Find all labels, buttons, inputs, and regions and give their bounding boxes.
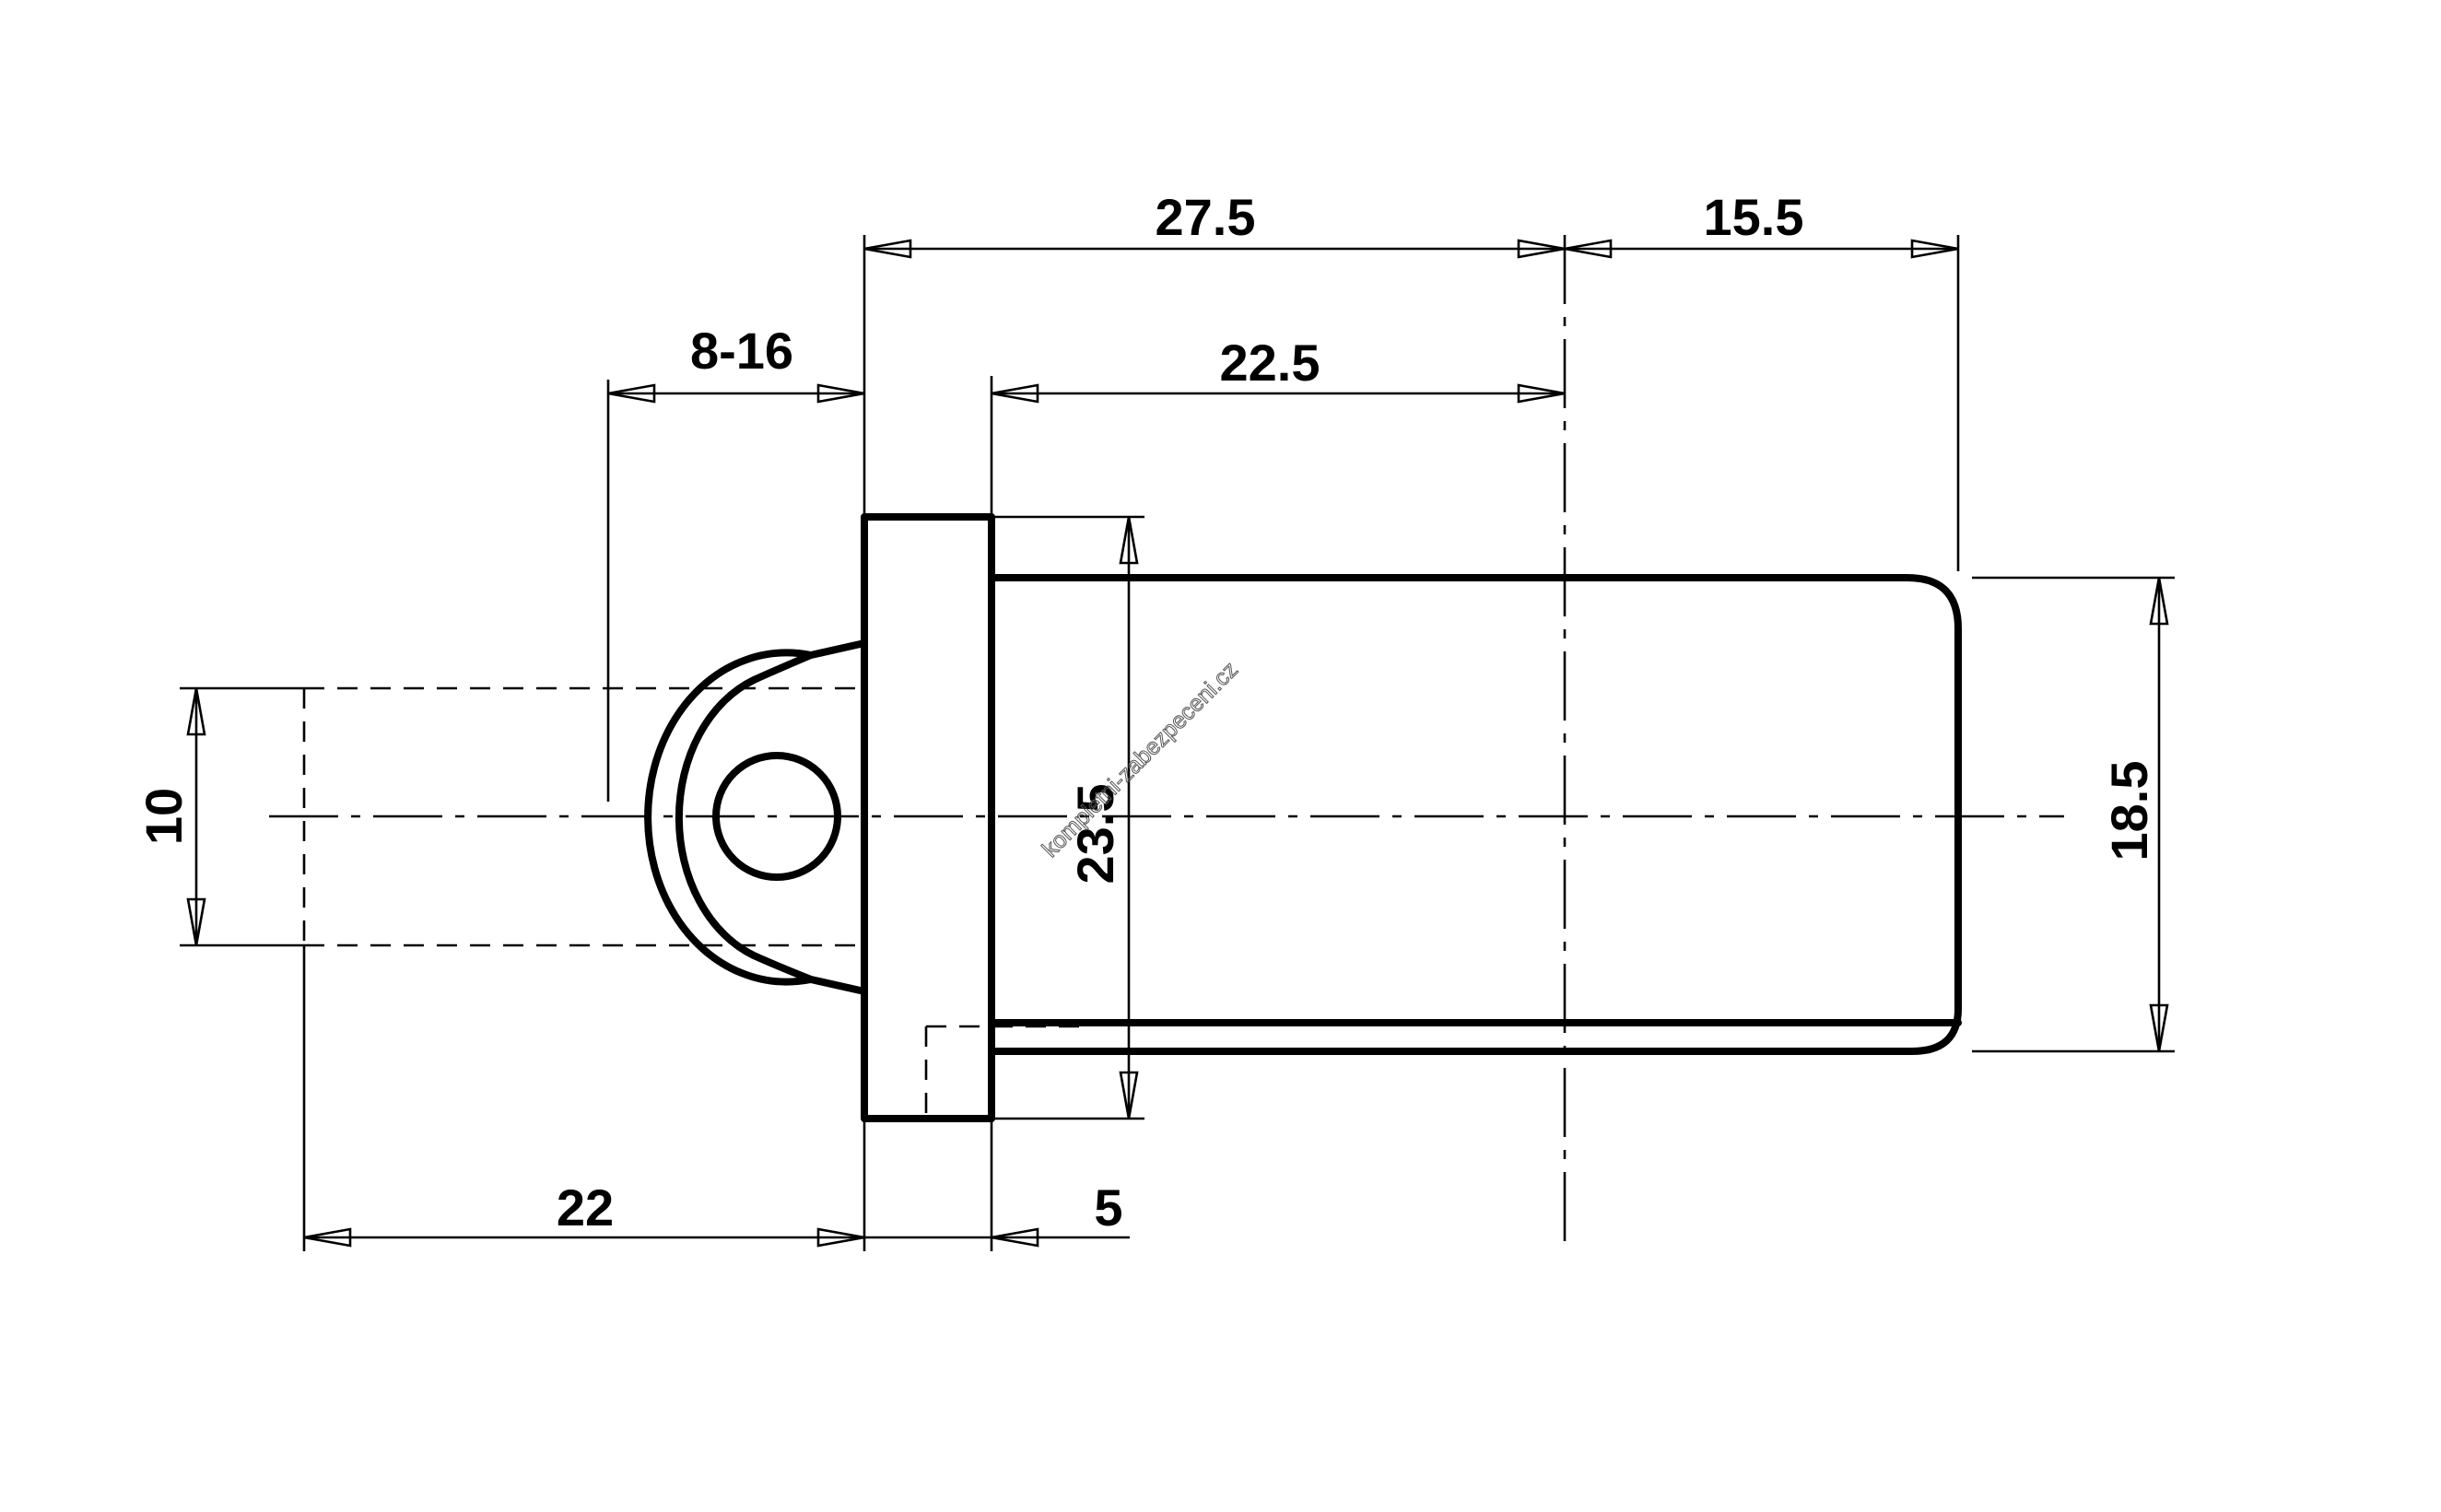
dimension-labels: 27.5 15.5 8-16 22.5 23.5 18.5 10 22 5 xyxy=(135,188,2158,1237)
body-cylinder xyxy=(988,574,1962,1055)
dim-flange-height: 23.5 xyxy=(1066,784,1124,885)
hidden-lines xyxy=(302,686,1087,1119)
flange xyxy=(861,513,995,1122)
dim-clamp-range: 8-16 xyxy=(690,322,793,380)
clamp-loop-inner xyxy=(675,651,815,983)
dim-flange-width: 5 xyxy=(1094,1178,1122,1237)
dim-overall-body: 27.5 xyxy=(1156,188,1256,246)
part-outline xyxy=(644,513,1962,1122)
dim-body-height: 18.5 xyxy=(2100,761,2158,861)
dimension-lines xyxy=(186,239,2169,1248)
dim-left-extent: 22 xyxy=(557,1178,614,1237)
dim-cap-end: 15.5 xyxy=(1704,188,1804,246)
dim-sleeve: 22.5 xyxy=(1220,334,1320,392)
extension-lines xyxy=(180,235,2175,1251)
watermark: kompletni-zabezpeceni.cz xyxy=(1038,657,1243,862)
dim-hole-height: 10 xyxy=(135,788,193,845)
